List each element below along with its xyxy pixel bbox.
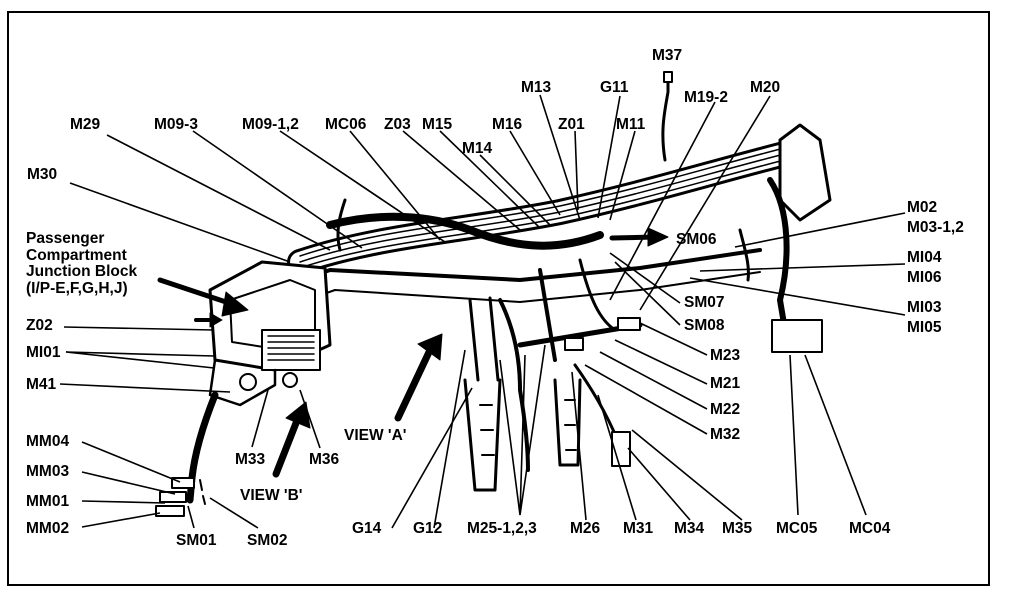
- label-mi04: MI04: [907, 249, 942, 266]
- label-m11: M11: [616, 116, 646, 133]
- junction-block-line-2: Compartment: [26, 246, 127, 264]
- label-g14: G14: [352, 520, 382, 537]
- junction-block-arrow: [157, 277, 235, 307]
- label-view-a: VIEW 'A': [344, 427, 407, 444]
- label-m19-2: M19-2: [684, 89, 728, 106]
- label-g12: G12: [413, 520, 443, 537]
- label-m30: M30: [27, 166, 58, 183]
- label-m09-1-2: M09-1,2: [242, 116, 299, 133]
- label-mc06: MC06: [325, 116, 367, 133]
- label-m16: M16: [492, 116, 523, 133]
- junction-block-line-3: Junction Block: [26, 263, 138, 280]
- label-sm02: SM02: [247, 532, 288, 549]
- label-m33: M33: [235, 451, 266, 468]
- label-mi06: MI06: [907, 269, 942, 286]
- label-view-b: VIEW 'B': [240, 487, 303, 504]
- label-m26: M26: [570, 520, 601, 537]
- label-mi03: MI03: [907, 299, 942, 316]
- label-sm06: SM06: [676, 231, 717, 248]
- label-mm03: MM03: [26, 463, 70, 480]
- label-m03-1-2: M03-1,2: [907, 219, 964, 236]
- label-m21: M21: [710, 375, 741, 392]
- label-mc05: MC05: [776, 520, 818, 537]
- label-m32: M32: [710, 426, 741, 443]
- label-m35: M35: [722, 520, 753, 537]
- label-mi05: MI05: [907, 319, 942, 336]
- label-m25-1-2-3: M25-1,2,3: [467, 520, 537, 537]
- label-m15: M15: [422, 116, 453, 133]
- diagram-frame: [7, 11, 990, 586]
- label-m37: M37: [652, 47, 683, 64]
- label-m34: M34: [674, 520, 705, 537]
- left-drop-harness: [186, 391, 219, 504]
- label-mm02: MM02: [26, 520, 70, 537]
- junction-block-body: [208, 260, 332, 407]
- right-bracket: [778, 123, 832, 222]
- label-m22: M22: [710, 401, 741, 418]
- label-m14: M14: [462, 140, 493, 157]
- label-mc04: MC04: [849, 520, 891, 537]
- label-m41: M41: [26, 376, 57, 393]
- label-z01: Z01: [558, 116, 585, 133]
- center-brackets: [463, 296, 582, 492]
- view-a-arrow: [394, 346, 434, 422]
- label-m13: M13: [521, 79, 552, 96]
- label-sm07: SM07: [684, 294, 725, 311]
- label-z03: Z03: [384, 116, 411, 133]
- label-m36: M36: [309, 451, 340, 468]
- label-g11: G11: [600, 79, 629, 96]
- label-m23: M23: [710, 347, 741, 364]
- junction-block-line-1: Passenger: [26, 230, 105, 247]
- label-m29: M29: [70, 116, 101, 133]
- leader-lines: [59, 94, 906, 529]
- view-b-arrow: [272, 414, 302, 478]
- junction-block-line-4: (I/P-E,F,G,H,J): [26, 279, 128, 297]
- label-sm08: SM08: [684, 317, 725, 334]
- label-mi01: MI01: [26, 344, 61, 361]
- label-m20: M20: [750, 79, 781, 96]
- label-mm04: MM04: [26, 433, 70, 450]
- junction-block-label: Passenger Compartment Junction Block (I/…: [26, 230, 138, 297]
- label-z02: Z02: [26, 317, 53, 334]
- label-m09-3: M09-3: [154, 116, 198, 133]
- label-m02: M02: [907, 199, 938, 216]
- label-sm01: SM01: [176, 532, 217, 549]
- label-m31: M31: [623, 520, 654, 537]
- upper-bundle: [326, 212, 604, 250]
- label-mm01: MM01: [26, 493, 70, 510]
